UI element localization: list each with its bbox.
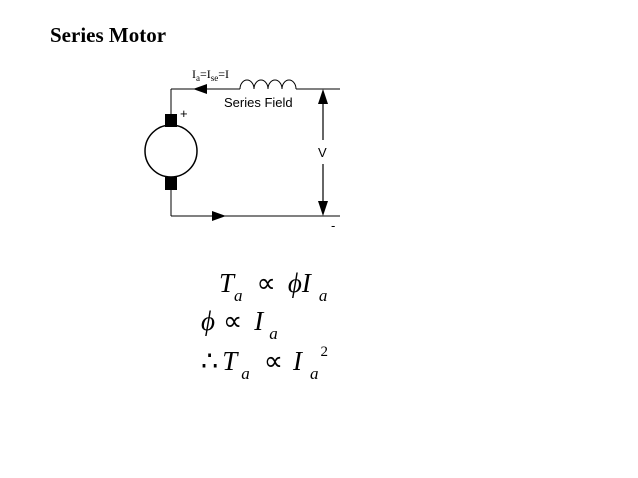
voltage-label: V (318, 145, 327, 160)
brush-top (165, 114, 177, 127)
brush-bottom (165, 177, 177, 190)
eq3-lhs-sub: a (241, 364, 250, 383)
eq3-lhs: T (222, 346, 238, 376)
eq2-rhs-sub: a (269, 324, 278, 343)
eq2-rhs: I (254, 306, 264, 336)
eq1-proportional: ∝ (256, 268, 276, 298)
eq3-therefore: ∴ (201, 346, 219, 376)
minus-label: - (331, 218, 335, 233)
eq3-rhs: I (293, 346, 303, 376)
eq1-rhs-sub: a (318, 286, 328, 305)
voltage-arrowhead-down (318, 201, 328, 216)
current-arrow (193, 84, 207, 94)
bottom-arrow (212, 211, 226, 221)
current-label: Ia=Ise=I (192, 67, 229, 83)
voltage-arrowhead-up (318, 89, 328, 104)
series-field-label: Series Field (224, 95, 293, 110)
eq3-rhs-sup: 2 (320, 344, 329, 360)
eq2-proportional: ∝ (222, 306, 243, 336)
eq2-lhs: ϕ (201, 306, 215, 336)
eq3-proportional: ∝ (263, 346, 284, 376)
eq1-rhs: I (301, 268, 311, 298)
eq1-phi: ϕ (287, 268, 302, 298)
series-field-coil (239, 79, 297, 90)
armature (144, 124, 198, 178)
plus-label: + (180, 106, 188, 121)
eq1-lhs: T (219, 268, 235, 298)
page-title: Series Motor (50, 23, 167, 47)
eq3-rhs-sub: a (310, 364, 319, 383)
eq1-lhs-sub: a (234, 286, 243, 305)
